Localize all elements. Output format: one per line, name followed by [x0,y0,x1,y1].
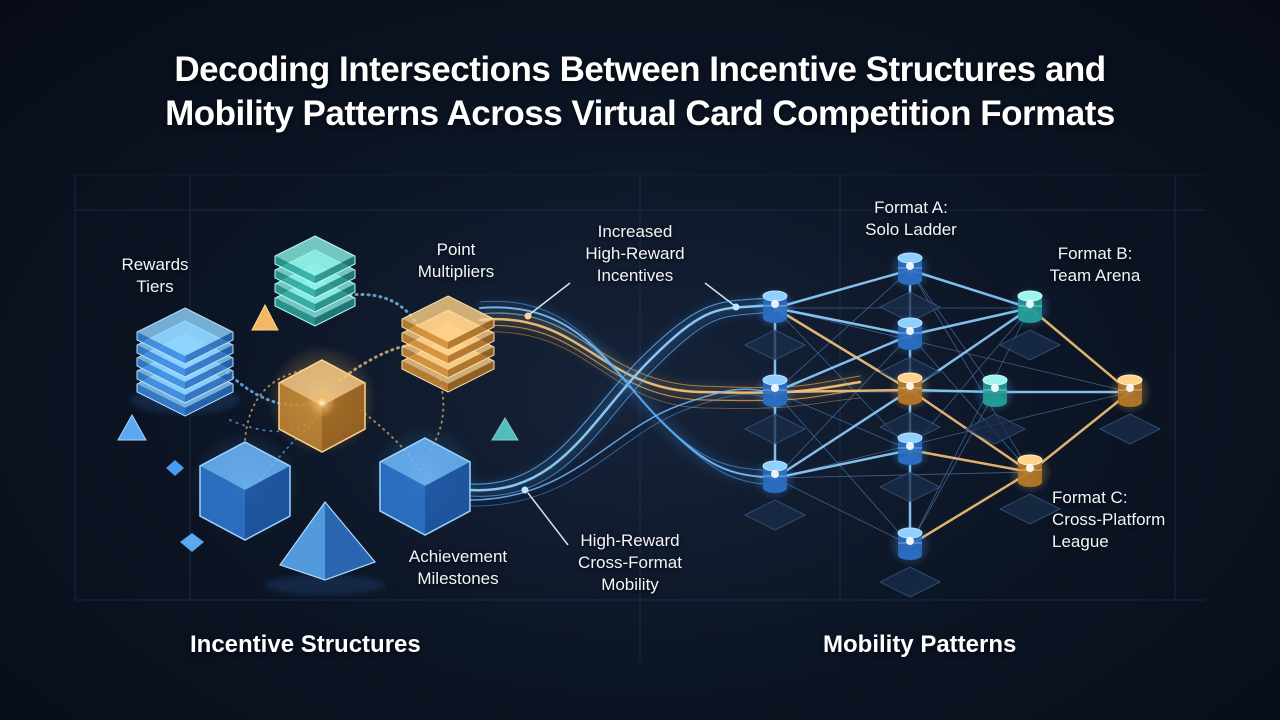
point-multipliers-label: Point Multipliers [406,239,506,283]
page-title-line-2: Mobility Patterns Across Virtual Card Co… [165,94,1115,133]
blue-cube-left [190,430,300,541]
cross-format-mobility-label: High-Reward Cross-Format Mobility [555,530,705,596]
format-a-label-line-1: Format A: [874,198,948,217]
teal-slab [274,235,356,285]
cross-format-mobility-label-line-3: Mobility [601,575,659,594]
network-node [888,428,932,472]
achievement-milestones-label-line-1: Achievement [408,547,508,566]
achievement-milestones-label-line-2: Milestones [417,569,499,588]
floating-gems [117,303,519,552]
network-node [888,523,932,567]
page-title-line-1: Decoding Intersections Between Incentive… [174,50,1106,89]
network-node [973,370,1017,414]
rewards-tiers-label-line-1: Rewards [121,255,189,274]
mobility-patterns-heading: Mobility Patterns [823,631,1017,658]
increased-incentives-label-line-3: Incentives [596,266,674,285]
network-node [888,248,932,292]
cross-format-mobility-label-line-2: Cross-Format [578,553,682,572]
point-multiplier-slab [401,295,495,351]
background-grid [74,174,1205,660]
node-platforms [743,291,1162,598]
network-node [753,370,797,414]
teal-stack [274,235,356,327]
rewards-tiers-label: Rewards Tiers [105,254,205,298]
network-node [1008,286,1052,330]
increased-incentives-label: Increased High-Reward Incentives [560,221,710,287]
format-b-label-line-2: Team Arena [1049,266,1141,285]
achievement-milestones-label: Achievement Milestones [393,546,523,590]
network-node [888,368,932,412]
network-nodes [753,248,1152,567]
rewards-tiers-stack [130,307,240,417]
increased-incentives-label-line-2: High-Reward [585,244,685,263]
point-multipliers-label-line-2: Multipliers [417,262,495,281]
pyramid-shape [265,501,385,595]
network-node [1108,370,1152,414]
network-node [888,313,932,357]
format-c-label-line-2: Cross-Platform [1052,510,1166,529]
cross-format-mobility-label-line-1: High-Reward [580,531,680,550]
point-multipliers-stack [401,295,495,393]
rewards-tiers-label-line-2: Tiers [136,277,174,296]
format-c-label: Format C: Cross-Platform League [1052,487,1212,553]
increased-incentives-label-line-1: Increased [597,222,673,241]
achievement-cube [370,425,480,536]
format-b-label: Format B: Team Arena [1030,243,1160,287]
format-c-label-line-1: Format C: [1052,488,1128,507]
network-node [753,286,797,330]
format-c-label-line-3: League [1052,532,1109,551]
incentive-structures-heading: Incentive Structures [190,631,421,658]
network-node [753,456,797,500]
central-gold-cube [267,345,377,455]
point-multipliers-label-line-1: Point [436,240,476,259]
flow-ribbons [465,297,865,507]
format-a-label-line-2: Solo Ladder [865,220,957,239]
label-pointers [521,282,740,546]
rewards-tier-slab [136,307,234,365]
network-node [1008,450,1052,494]
format-a-label: Format A: Solo Ladder [846,197,976,241]
format-b-label-line-1: Format B: [1057,244,1133,263]
